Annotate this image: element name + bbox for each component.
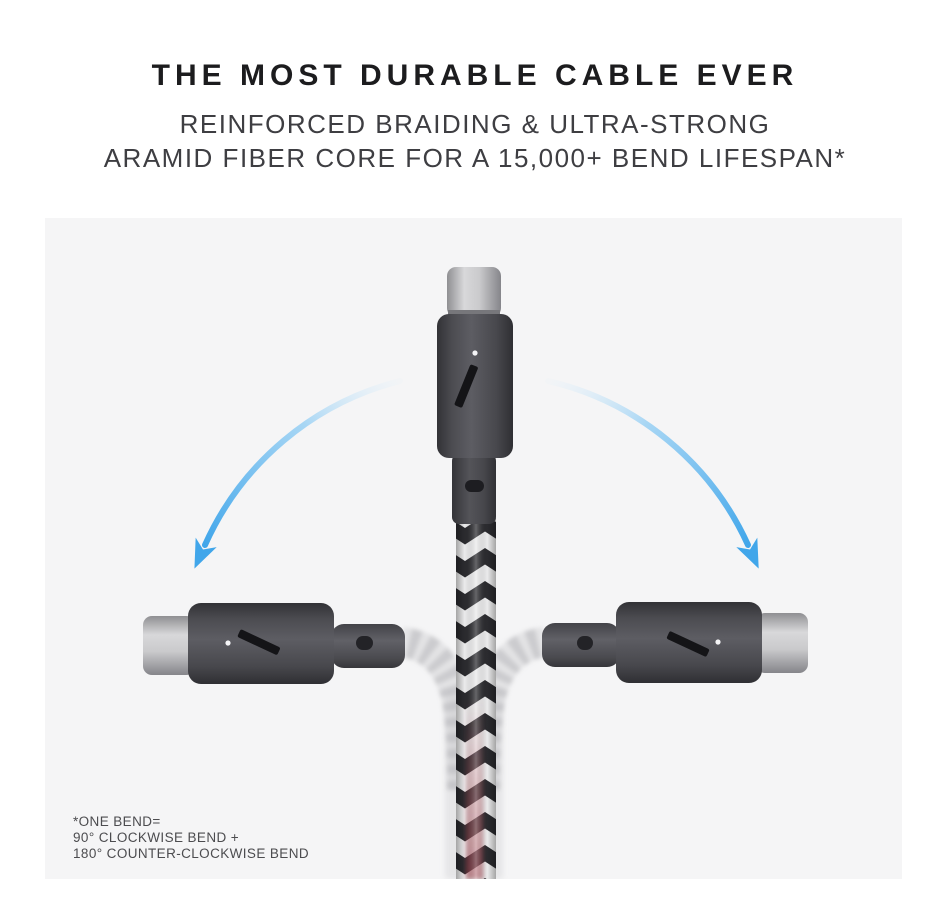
- subtitle: REINFORCED BRAIDING & ULTRA-STRONG ARAMI…: [0, 107, 950, 175]
- subtitle-line-1: REINFORCED BRAIDING & ULTRA-STRONG: [179, 109, 771, 139]
- footnote: *ONE BEND= 90° CLOCKWISE BEND + 180° COU…: [73, 814, 309, 862]
- product-figure: *ONE BEND= 90° CLOCKWISE BEND + 180° COU…: [45, 218, 902, 879]
- connector-housing: [437, 314, 513, 458]
- subtitle-line-2: ARAMID FIBER CORE FOR A 15,000+ BEND LIF…: [103, 143, 847, 173]
- usb-c-connector-top: [437, 267, 513, 524]
- usb-c-connector-right: [542, 602, 808, 683]
- footnote-line-1: *ONE BEND=: [73, 814, 161, 829]
- usb-c-connector-left: [143, 603, 405, 684]
- header: THE MOST DURABLE CABLE EVER REINFORCED B…: [0, 0, 950, 175]
- led-dot: [225, 640, 231, 646]
- cable-illustration: [143, 267, 808, 879]
- usb-c-metal-tip: [756, 613, 808, 673]
- bend-arrow-left-icon: [194, 378, 403, 569]
- brand-slash-icon: [237, 629, 280, 655]
- strain-relief-slot: [356, 636, 373, 650]
- led-dot: [715, 639, 721, 645]
- usb-c-metal-tip: [143, 616, 195, 675]
- brand-slash-icon: [454, 364, 478, 408]
- bend-arrow-right-icon: [545, 378, 759, 569]
- tip-seam: [448, 310, 500, 316]
- footnote-line-2: 90° CLOCKWISE BEND +: [73, 830, 240, 845]
- strain-relief-slot: [577, 636, 593, 650]
- strain-relief-slot: [465, 480, 484, 492]
- usb-c-metal-tip: [447, 267, 501, 317]
- braided-cable: [456, 518, 496, 879]
- page-title: THE MOST DURABLE CABLE EVER: [151, 59, 799, 92]
- footnote-line-3: 180° COUNTER-CLOCKWISE BEND: [73, 846, 309, 861]
- brand-slash-icon: [666, 631, 710, 657]
- led-dot: [472, 350, 478, 356]
